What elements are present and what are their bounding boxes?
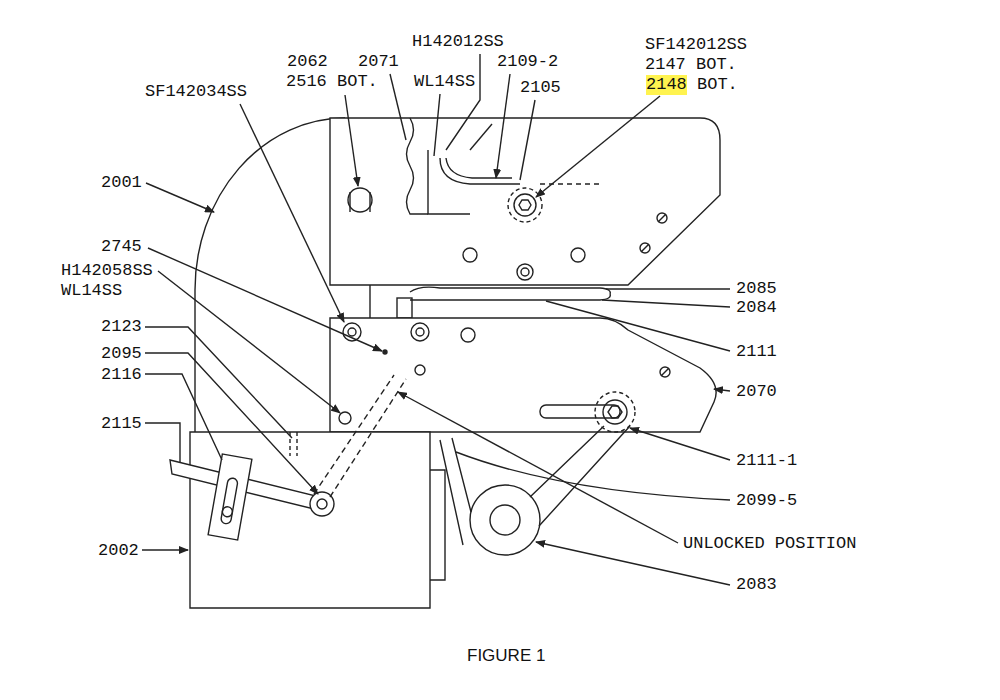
callout-number: 2070 xyxy=(736,382,777,402)
callout-number: 2111-1 xyxy=(736,451,797,471)
callout-number: 2516 BOT. xyxy=(286,72,378,92)
callout-number: 2001 xyxy=(101,173,142,193)
callout-number: H142012SS xyxy=(412,32,504,52)
callout-number: 2105 xyxy=(520,78,561,98)
callout-number: 2115 xyxy=(101,414,142,434)
callout-number: WL14SS xyxy=(414,72,475,92)
callout-number: SF142012SS xyxy=(645,35,747,55)
callout-number: 2085 xyxy=(736,279,777,299)
callout-number: 2111 xyxy=(736,342,777,362)
callout-number: 2062 xyxy=(287,52,328,72)
callout-number: 2099-5 xyxy=(736,491,797,511)
callout-number: 2071 xyxy=(358,52,399,72)
callout-number: 2148 xyxy=(646,75,687,95)
callout-number: 2123 xyxy=(101,317,142,337)
callout-number: 2109-2 xyxy=(497,52,558,72)
callout-number: 2095 xyxy=(101,344,142,364)
callout-number: 2116 xyxy=(101,365,142,385)
callout-number: H142058SS xyxy=(61,261,153,281)
callout-number: BOT. xyxy=(697,75,738,95)
callout-number: 2147 BOT. xyxy=(645,55,737,75)
callout-number: 2084 xyxy=(736,298,777,318)
callout-number: SF142034SS xyxy=(145,82,247,102)
callout-number: 2083 xyxy=(736,575,777,595)
callout-number: WL14SS xyxy=(61,281,122,301)
callout-number: 2745 xyxy=(101,237,142,257)
figure-caption: FIGURE 1 xyxy=(467,646,545,666)
callout-number: 2002 xyxy=(98,541,139,561)
callout-number: UNLOCKED POSITION xyxy=(683,534,856,554)
